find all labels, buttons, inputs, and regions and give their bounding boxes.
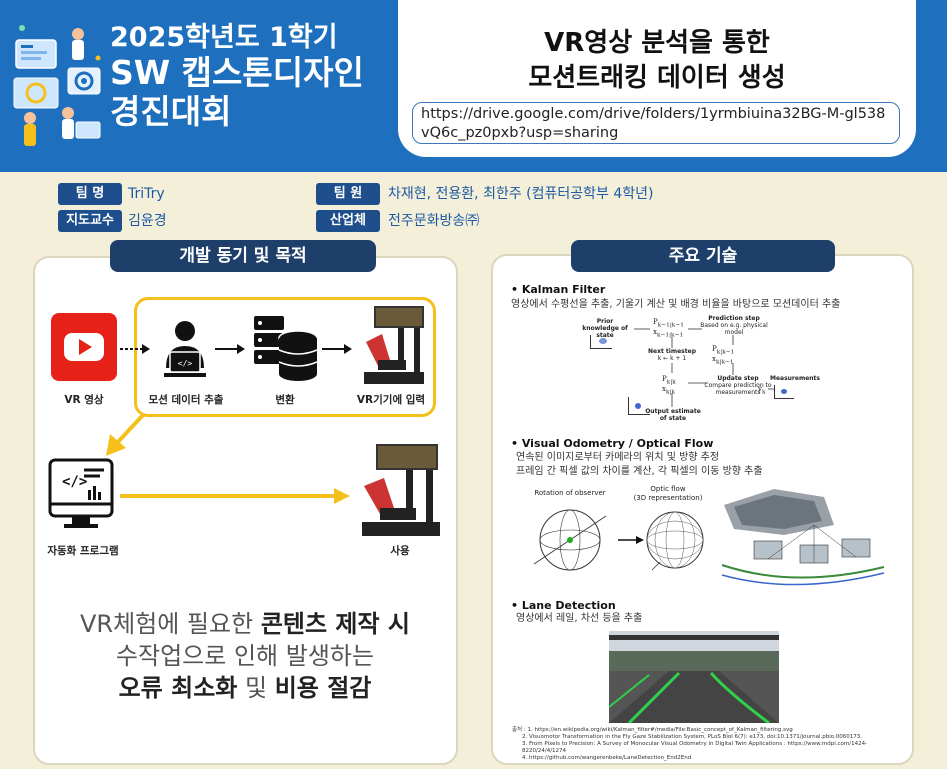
advisor-label: 지도교수 <box>58 210 122 232</box>
company-value: 전주문화방송㈜ <box>388 213 480 229</box>
event-title-contest: 경진대회 <box>110 91 232 131</box>
motivation-statement: VR체험에 필요한 콘텐츠 제작 시 수작업으로 인해 발생하는 오류 최소화 … <box>36 608 454 704</box>
project-title-line1: VR영상 분석을 통한 <box>544 28 770 58</box>
reference-item: 2. Visuomotor Transformation in the Fly … <box>522 734 863 740</box>
arrow-right-icon <box>322 344 352 354</box>
vo-desc-1: 연속된 이미지로부터 카메라의 위치 및 방향 추정 <box>516 452 720 463</box>
header-banner: 2025학년도 1학기 SW 캡스톤디자인 경진대회 VR영상 분석을 통한 모… <box>0 0 947 172</box>
convert-label: 변환 <box>275 394 295 406</box>
kalman-title: • Kalman Filter <box>511 283 606 296</box>
team-value: TriTry <box>128 186 165 202</box>
references: 출처 : 1. https://en.wikipedia.org/wiki/Ka… <box>512 727 902 762</box>
motive-text-3a: 오류 최소화 <box>118 674 238 702</box>
advisor-value: 김윤경 <box>128 213 167 229</box>
reference-item: 출처 : 1. https://en.wikipedia.org/wiki/Ka… <box>512 727 793 733</box>
motive-text-1a: VR체험에 필요한 <box>79 610 261 638</box>
kalman-measurements-label: Measurements <box>770 375 820 382</box>
process-highlight-box <box>134 297 436 417</box>
arrow-right-icon <box>120 488 350 504</box>
members-label: 팀 원 <box>316 183 380 205</box>
arrow-down-left-icon <box>106 412 146 456</box>
people-working-illustration <box>13 25 101 146</box>
motivation-heading: 개발 동기 및 목적 <box>110 240 376 272</box>
lane-title: • Lane Detection <box>511 599 616 612</box>
svg-text:</>: </> <box>178 359 193 368</box>
kalman-output-label: Output estimate of state <box>645 408 701 422</box>
motion-extract-label: 모션 데이터 추출 <box>148 394 224 406</box>
arrow-right-icon <box>215 344 245 354</box>
measurement-plot <box>774 385 794 399</box>
automation-program-monitor-icon: </> <box>48 458 114 528</box>
optic-flow-spheres-figure <box>533 509 704 571</box>
reference-item: 3. From Pixels to Precision: A Survey of… <box>522 741 868 754</box>
auto-program-label: 자동화 프로그램 <box>47 545 119 557</box>
output-plot <box>628 397 650 415</box>
kalman-arrows <box>634 328 774 407</box>
prior-plot <box>590 335 612 349</box>
server-database-icon <box>254 316 318 381</box>
kalman-next-label: Next timestep <box>648 348 696 355</box>
vr-video-label: VR 영상 <box>64 394 104 406</box>
kalman-update-sub: Compare prediction to measurements <box>704 382 772 396</box>
vo-flow-label-2: (3D representation) <box>633 494 703 502</box>
project-title-line2: 모션트래킹 데이터 생성 <box>528 63 786 94</box>
kalman-prediction-label: Prediction step <box>708 315 760 322</box>
reference-item: 4. https://github.com/wangerenbeke/LaneD… <box>522 755 692 761</box>
motive-text-2: 수작업으로 인해 발생하는 <box>115 642 375 670</box>
drive-url-link[interactable]: https://drive.google.com/drive/folders/1… <box>412 102 900 144</box>
vo-title: • Visual Odometry / Optical Flow <box>511 437 714 450</box>
motive-text-3b: 및 <box>237 674 275 702</box>
vr-input-label: VR기기에 입력 <box>356 394 426 406</box>
arrow-right-icon <box>120 344 150 354</box>
kalman-prediction-sub: Based on e.g. physical model <box>700 322 768 336</box>
members-value: 차재현, 전용환, 최한주 (컴퓨터공학부 4학년) <box>388 186 654 202</box>
vo-desc-2: 프레임 간 픽셀 값의 차이를 계산, 각 픽셀의 이동 방향 추출 <box>516 466 763 477</box>
tech-heading: 주요 기술 <box>571 240 835 272</box>
developer-laptop-icon: </> <box>164 321 206 377</box>
lane-detection-road-image <box>609 631 779 723</box>
vo-flow-label-1: Optic flow <box>650 485 686 493</box>
youtube-play-icon <box>51 313 117 381</box>
kalman-update-label: Update step <box>717 375 759 382</box>
event-title: 2025학년도 1학기 SW 캡스톤디자인 경진대회 <box>110 22 364 132</box>
company-label: 산업체 <box>316 210 380 232</box>
svg-text:</>: </> <box>62 474 87 490</box>
kalman-next-sub: k ← k + 1 <box>657 355 687 362</box>
vo-rotation-label: Rotation of observer <box>534 489 606 497</box>
event-title-year: 2025학년도 1학기 <box>110 22 338 53</box>
project-title: VR영상 분석을 통한 모션트래킹 데이터 생성 <box>398 26 916 96</box>
vr-simulator-chair-icon <box>364 306 424 384</box>
lane-desc: 영상에서 레일, 차선 등을 추출 <box>516 613 643 624</box>
visual-odometry-trajectory-figure <box>714 485 892 597</box>
project-title-card: VR영상 분석을 통한 모션트래킹 데이터 생성 https://drive.g… <box>398 0 916 157</box>
vr-simulator-large-icon <box>362 444 440 536</box>
use-label: 사용 <box>390 545 410 557</box>
kalman-prior-label: Prior knowledge of state <box>582 318 628 339</box>
motive-text-1b: 콘텐츠 제작 시 <box>260 610 411 638</box>
motive-text-3c: 비용 절감 <box>274 674 372 702</box>
vo-flow-label: Optic flow(3D representation) <box>628 485 708 503</box>
kalman-formula-measurement: yk <box>758 385 766 396</box>
team-label: 팀 명 <box>58 183 122 205</box>
kalman-desc: 영상에서 수평선을 추출, 기울기 계산 및 배경 비율을 바탕으로 모션데이터… <box>511 299 841 310</box>
event-title-name: SW 캡스톤디자인 <box>110 52 364 92</box>
